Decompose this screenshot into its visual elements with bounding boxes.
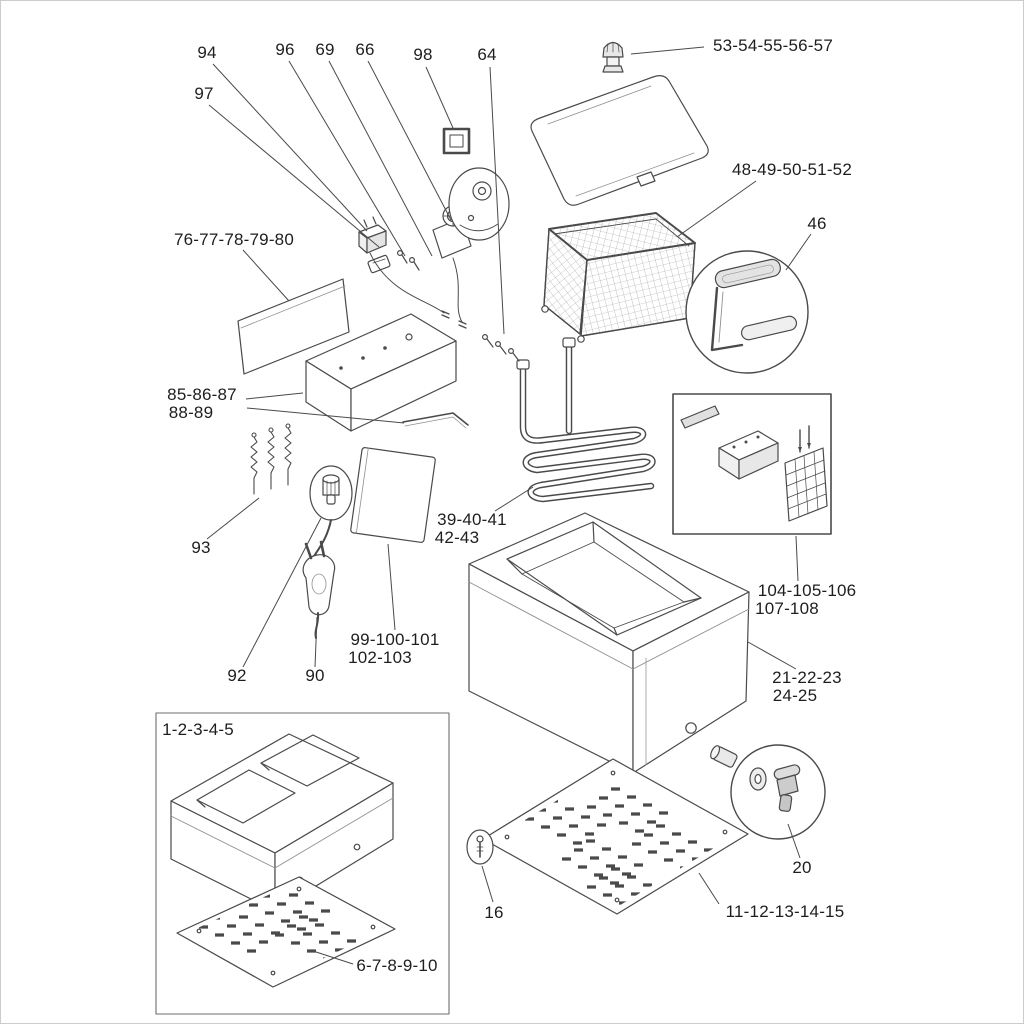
control-panel: [305, 313, 469, 432]
part-label-97: 97: [194, 84, 214, 103]
inset-box-dual-tank: [155, 712, 450, 1015]
terminal-block: [367, 254, 391, 274]
part-label-48-52: 48-49-50-51-52: [732, 160, 852, 179]
part-label-76-80: 76-77-78-79-80: [174, 230, 294, 249]
screw-detail: [466, 829, 494, 865]
power-plug: [302, 540, 336, 639]
part-label-98: 98: [413, 45, 433, 64]
thermo-bulb-detail: [309, 465, 353, 521]
gasket-square: [442, 127, 471, 155]
part-label-1-5: 1-2-3-4-5: [162, 720, 234, 739]
part-label-66: 66: [355, 40, 375, 59]
part-label-20: 20: [792, 858, 812, 877]
fryer-basket: [541, 212, 696, 343]
element-cover-panel: [350, 447, 436, 543]
panel-bracket: [402, 412, 469, 429]
rear-panel: [237, 278, 350, 375]
capillary-springs: [250, 423, 292, 495]
leader-lines: [206, 46, 812, 965]
wire-lead-a: [369, 252, 445, 314]
heating-element: [516, 337, 656, 503]
dual-tank-body: [170, 733, 394, 912]
part-label-39-41: 39-40-41: [437, 510, 507, 529]
part-label-107-108: 107-108: [755, 599, 819, 618]
micro-switch: [358, 216, 387, 254]
lid-assembly: [530, 41, 709, 206]
terminal-screws: [397, 250, 420, 271]
body-hole: [685, 722, 697, 734]
fryer-body: [468, 512, 750, 774]
part-label-88-89: 88-89: [168, 403, 214, 422]
inset-box-control-unit: [672, 393, 832, 535]
lid-panel: [530, 75, 709, 206]
part-label-42-43: 42-43: [434, 528, 480, 547]
dual-base-plate: [176, 876, 396, 988]
part-label-85-87: 85-86-87: [167, 385, 237, 404]
part-label-92: 92: [227, 666, 247, 685]
part-label-21-23: 21-22-23: [772, 668, 842, 687]
lid-notch: [636, 171, 656, 187]
part-label-46: 46: [807, 214, 827, 233]
thermostat-parts: [358, 127, 520, 362]
part-label-96: 96: [275, 40, 295, 59]
part-label-6-10: 6-7-8-9-10: [356, 956, 438, 975]
part-label-104-106: 104-105-106: [757, 581, 857, 600]
lid-knob: [602, 41, 624, 73]
part-label-11-15: 11-12-13-14-15: [725, 902, 845, 921]
part-label-93: 93: [191, 538, 211, 557]
drain-valve-detail: [710, 744, 826, 840]
base-plate: [482, 758, 749, 915]
part-label-53-57: 53-54-55-56-57: [713, 36, 833, 55]
part-label-64: 64: [477, 45, 497, 64]
part-label-102-103: 102-103: [348, 648, 412, 667]
mounting-screws: [482, 334, 520, 362]
part-label-69: 69: [315, 40, 335, 59]
part-label-24-25: 24-25: [772, 686, 818, 705]
part-label-99-101: 99-100-101: [350, 630, 440, 649]
knob-ellipse: [448, 167, 510, 241]
part-label-16: 16: [484, 903, 504, 922]
part-label-90: 90: [305, 666, 325, 685]
part-label-94: 94: [197, 43, 217, 62]
basket-handle-detail: [685, 250, 809, 374]
wire-lead-b: [452, 257, 463, 323]
